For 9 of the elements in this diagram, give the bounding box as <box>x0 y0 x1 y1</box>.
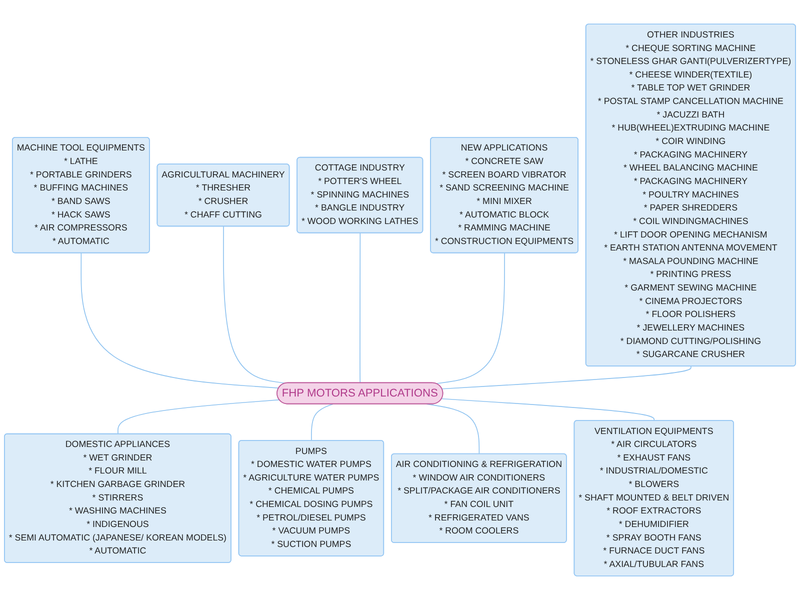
connector <box>426 404 480 454</box>
connector <box>441 398 655 422</box>
connector <box>436 252 505 384</box>
connector <box>311 404 334 442</box>
connector <box>360 232 361 384</box>
connector <box>442 366 692 390</box>
connector <box>223 226 286 384</box>
connector <box>118 399 280 434</box>
connector <box>80 252 280 388</box>
